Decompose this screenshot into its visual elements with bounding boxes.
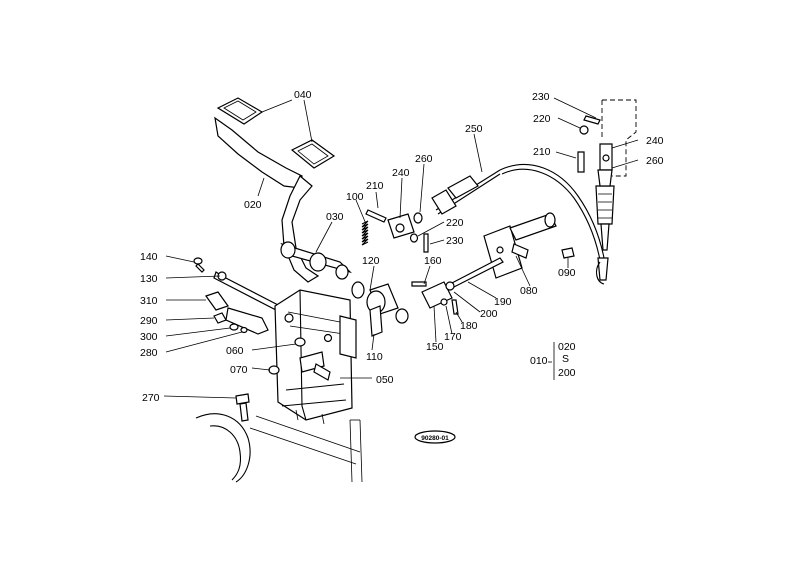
label-020: 020	[244, 199, 262, 211]
label-220-upper: 220	[446, 217, 464, 229]
bolt-160	[411, 281, 427, 287]
label-240-right: 240	[646, 135, 664, 147]
cable-250	[431, 163, 609, 285]
leader-lines	[163, 97, 639, 399]
label-080: 080	[520, 285, 538, 297]
label-210-right: 210	[533, 146, 551, 158]
label-280: 280	[140, 347, 158, 359]
bolt-060	[294, 337, 306, 347]
washer-170	[440, 298, 448, 306]
label-150: 150	[426, 341, 444, 353]
washer-300	[229, 323, 239, 331]
label-210-upper: 210	[366, 180, 384, 192]
label-160: 160	[424, 255, 442, 267]
pin-230	[423, 233, 429, 253]
link-110	[369, 305, 383, 337]
bolt-140	[193, 257, 205, 273]
washer-260	[413, 212, 423, 224]
label-100: 100	[346, 191, 364, 203]
label-200: 200	[480, 308, 498, 320]
group-label-range-symbol: S	[562, 353, 569, 365]
label-130: 130	[140, 273, 158, 285]
part-labels: 040 020 250 230 220 240 210 260 260 210 …	[140, 89, 664, 404]
label-260-upper: 260	[415, 153, 433, 165]
label-300: 300	[140, 331, 158, 343]
group-label-200: 200	[558, 367, 576, 379]
bolt-090	[561, 247, 575, 259]
nut-290	[213, 312, 227, 324]
pin-210	[365, 209, 387, 223]
label-230-upper: 230	[446, 235, 464, 247]
clevis-150	[421, 281, 453, 309]
washer-220	[409, 233, 419, 243]
label-090: 090	[558, 267, 576, 279]
label-140: 140	[140, 251, 158, 263]
spring-100	[361, 220, 369, 246]
label-070: 070	[230, 364, 248, 376]
label-290: 290	[140, 315, 158, 327]
label-180: 180	[460, 320, 478, 332]
label-220-right: 220	[533, 113, 551, 125]
pin-180	[451, 299, 459, 315]
label-240-upper: 240	[392, 167, 410, 179]
label-230-right: 230	[532, 91, 550, 103]
label-250: 250	[465, 123, 483, 135]
pedal-pad-upper	[216, 97, 264, 125]
pin-230-right	[583, 115, 601, 125]
pivot-shaft	[280, 241, 353, 280]
label-170: 170	[444, 331, 462, 343]
label-040: 040	[294, 89, 312, 101]
pin-210-right	[577, 151, 585, 173]
bushing-120	[351, 281, 409, 324]
pin-280	[240, 326, 248, 334]
cable-clamp-240	[387, 213, 415, 239]
label-190: 190	[494, 296, 512, 308]
chassis-outline	[195, 413, 363, 483]
label-030: 030	[326, 211, 344, 223]
bracket-050	[274, 289, 357, 425]
label-310: 310	[140, 295, 158, 307]
pedal-pad-lower	[290, 139, 336, 169]
nut-200	[445, 281, 455, 291]
label-260-right: 260	[646, 155, 664, 167]
group-label-020: 020	[558, 341, 576, 353]
lever-bracket-080	[483, 212, 557, 279]
plate-code: 90280-01	[421, 435, 449, 442]
label-060: 060	[226, 345, 244, 357]
cable-end-assembly	[595, 99, 637, 251]
clevis-310	[205, 291, 269, 335]
label-120: 120	[362, 255, 380, 267]
washer-220-right	[579, 125, 589, 135]
group-label-010: 010	[530, 355, 548, 367]
plate-code-badge: 90280-01	[414, 430, 456, 444]
nut-070	[268, 365, 280, 375]
label-050: 050	[376, 374, 394, 386]
bolt-270	[235, 393, 250, 422]
label-270: 270	[142, 392, 160, 404]
label-110: 110	[366, 351, 383, 363]
